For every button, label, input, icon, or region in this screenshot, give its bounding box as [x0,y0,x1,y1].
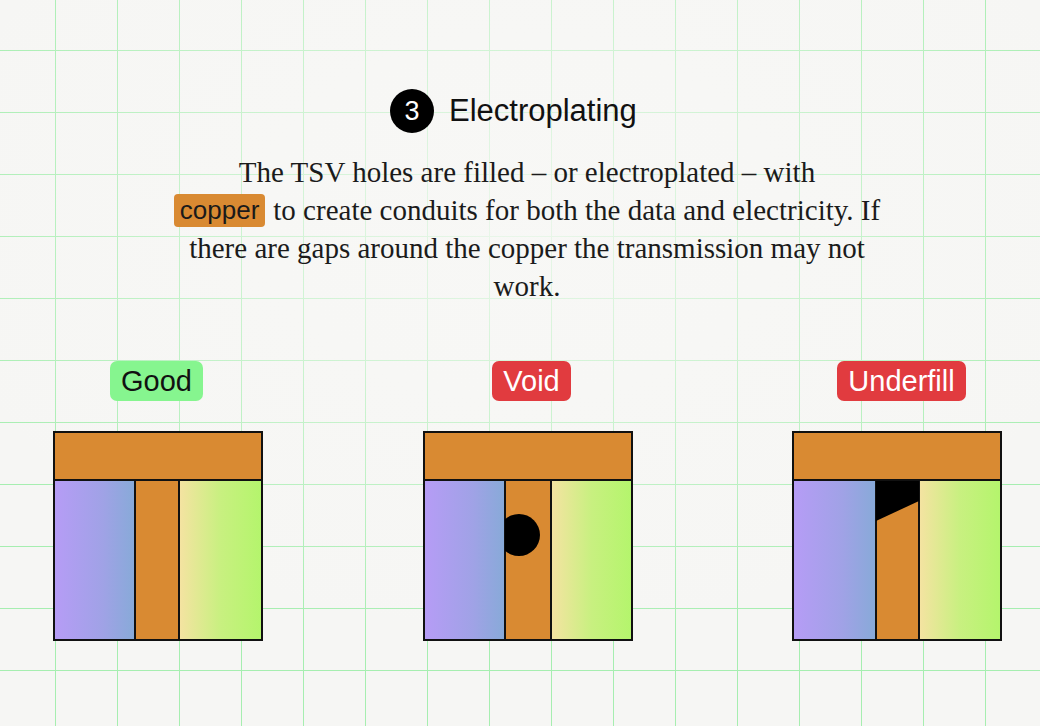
paragraph-text: to create conduits for both the data and… [189,194,880,302]
body-paragraph: The TSV holes are filled – or electropla… [160,153,894,305]
diagram-title: Electroplating [449,91,637,131]
paragraph-text: The TSV holes are filled – or electropla… [160,153,894,191]
underfill-tsv [793,432,1001,640]
good-tsv [54,432,262,640]
status-badge: Void [492,361,571,401]
node-text: Good [121,367,192,396]
status-badge: Underfill [837,361,966,401]
callout-number: 3 [390,89,434,133]
node-text: copper [180,195,260,225]
highlight-box: copper [174,194,266,227]
void-tsv [424,432,632,640]
status-badge: Good [110,361,203,401]
node-text: Void [503,367,559,396]
node-text: 3 [404,98,419,125]
node-text: Underfill [848,367,954,396]
